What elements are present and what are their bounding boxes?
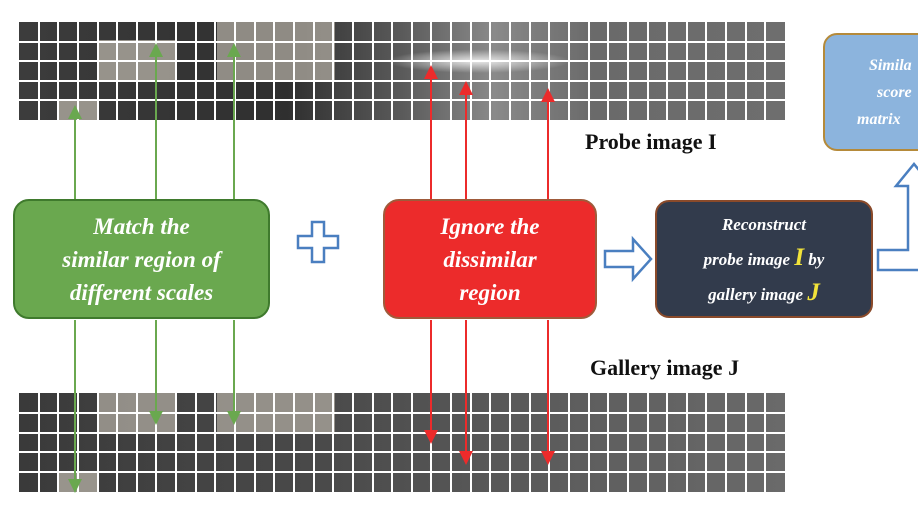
gallery-image-strip: [19, 393, 785, 492]
reconstruct-line2-text-b: by: [804, 249, 825, 269]
reconstruct-line3: gallery image J: [708, 276, 820, 311]
match-box-line1: Match the: [93, 213, 190, 239]
plus-icon: [296, 220, 340, 264]
score-box-line2: score: [877, 83, 912, 101]
match-box-line2: similar region of: [62, 246, 221, 272]
reconstruct-line2-text-a: probe image: [703, 249, 795, 269]
hollow-up-arrow-icon: [876, 162, 918, 272]
ignore-box-line3: region: [459, 279, 521, 305]
ignore-dissimilar-region-box: Ignore the dissimilar region: [383, 199, 597, 319]
score-box-line3: matrix: [857, 110, 901, 128]
hollow-right-arrow-icon: [603, 235, 653, 283]
reconstruct-line3-text-a: gallery image: [708, 284, 808, 304]
match-box-line3: different scales: [69, 279, 214, 305]
gallery-image-grid: [19, 393, 785, 492]
score-box-line1: Simila: [869, 56, 912, 74]
match-similar-region-box: Match the similar region of different sc…: [13, 199, 270, 319]
ignore-box-line2: dissimilar: [443, 246, 537, 272]
reconstruct-line2: probe image I by: [704, 241, 825, 276]
reconstruct-box: Reconstruct probe image I by gallery ima…: [655, 200, 873, 318]
gallery-symbol: J: [807, 278, 820, 306]
reconstruct-line1: Reconstruct: [721, 214, 807, 234]
similarity-score-matrix-box: Simila score matrix: [823, 33, 918, 151]
gallery-caption: Gallery image J: [590, 355, 740, 380]
probe-caption: Probe image I: [585, 129, 717, 154]
ignore-box-line1: Ignore the: [440, 213, 540, 239]
probe-symbol: I: [794, 243, 805, 271]
